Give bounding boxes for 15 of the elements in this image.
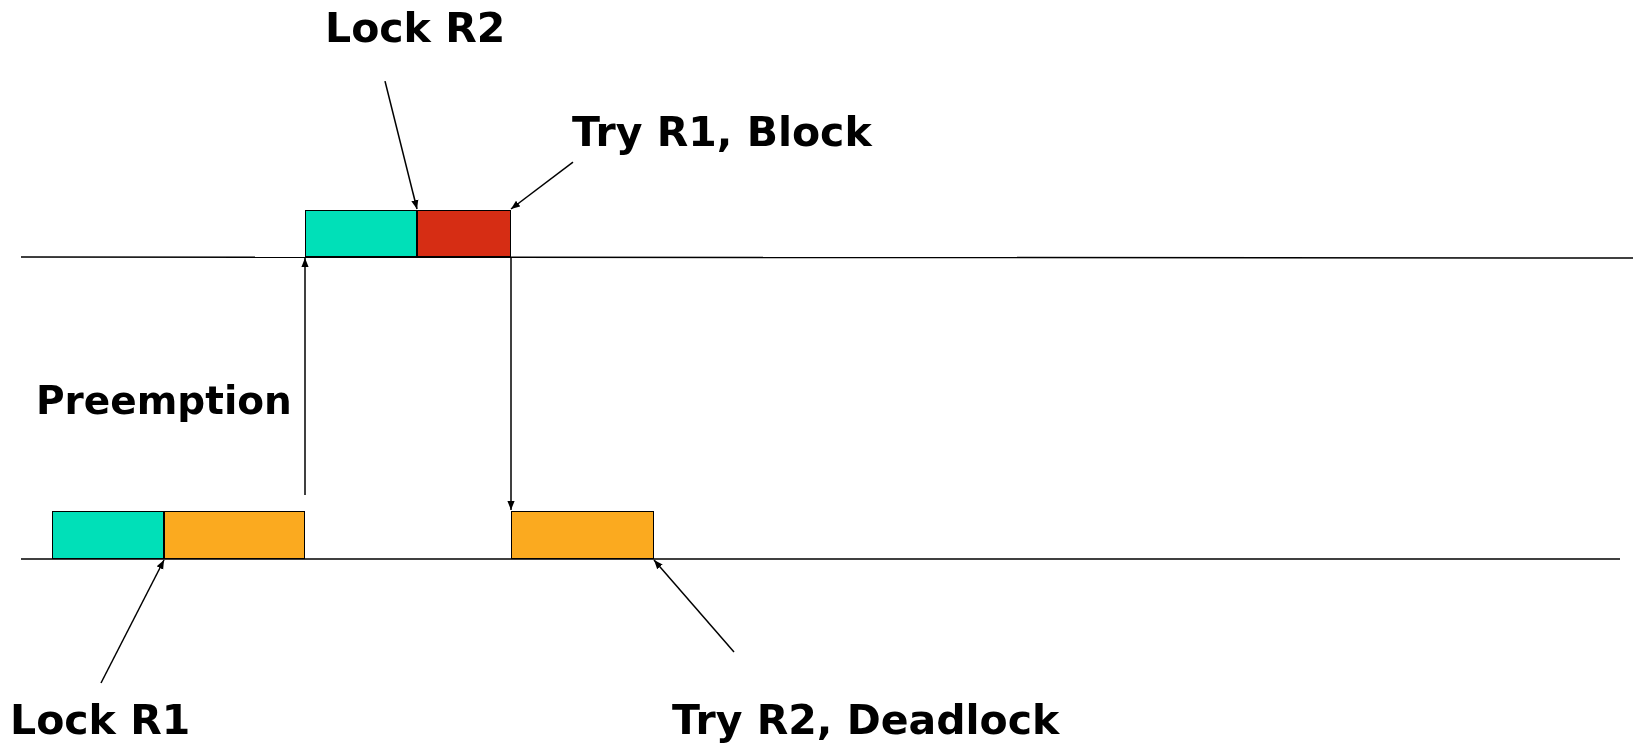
leader-arrow	[510, 161, 574, 210]
time-slice-bar	[511, 511, 654, 559]
callout-label: Lock R1	[10, 698, 191, 744]
leader-arrow	[384, 80, 419, 210]
leader-arrow	[653, 559, 735, 653]
callout-label: Try R2, Deadlock	[672, 698, 1060, 744]
leader-arrow	[507, 257, 515, 511]
arrow	[301, 257, 309, 496]
time-slice-bar	[305, 210, 417, 257]
callout-label: Try R1, Block	[572, 110, 872, 156]
leader-arrow	[100, 559, 165, 684]
callout-label: Lock R2	[325, 6, 506, 52]
time-slice-bar	[52, 511, 164, 559]
time-slice-bar	[417, 210, 511, 257]
time-slice-bar	[164, 511, 305, 559]
